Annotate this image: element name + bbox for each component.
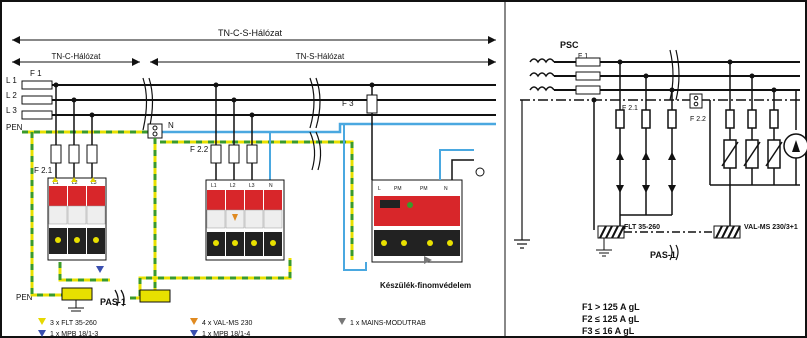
svg-text:PM: PM xyxy=(394,186,402,192)
f3-label: F 3 xyxy=(342,99,354,108)
l1-label: L 1 xyxy=(6,76,17,85)
right-arrows xyxy=(616,152,676,193)
psc-coils xyxy=(529,58,555,92)
f21-label: F 2.1 xyxy=(34,166,53,175)
tn-c-s-label: TN-C-S-Hálózat xyxy=(218,28,283,38)
module-group-tns: L1 L2 L3 N xyxy=(205,179,285,261)
right-val-arrow xyxy=(792,140,800,152)
l3-label: L 3 xyxy=(6,106,17,115)
right-val-branch xyxy=(709,62,807,232)
legend-icon-1 xyxy=(38,318,46,325)
phase-conductors xyxy=(22,84,496,116)
right-schematic: PSC F 1 F 2.1 F 2.2 FLT 35-260 VAL-MS 23… xyxy=(514,40,807,261)
svg-text:N: N xyxy=(269,183,273,189)
triangle-yellow-1 xyxy=(52,177,58,182)
right-f1-fuses xyxy=(575,57,601,95)
mod-tnc-l1: L1 xyxy=(53,180,59,186)
legend-icon-5 xyxy=(190,330,198,337)
tn-c-label: TN-C-Hálózat xyxy=(52,52,102,61)
finom-n-blue xyxy=(343,124,367,271)
legend-icon-2 xyxy=(190,318,198,325)
mod-tnc-l3: L3 xyxy=(91,180,97,186)
module-group-tnc: L1 L2 L3 xyxy=(47,177,107,261)
rating-f1: F1 > 125 A gL xyxy=(582,302,640,312)
lamp-icon xyxy=(475,167,485,177)
f21-fuses: F 2.1 xyxy=(34,144,98,175)
module-tns-3 xyxy=(244,190,264,256)
right-ground xyxy=(514,100,530,249)
l2-label: L 2 xyxy=(6,91,17,100)
module-tnc-2 xyxy=(67,186,87,254)
psc-label: PSC xyxy=(560,40,579,50)
module-tnc-3 xyxy=(86,186,106,254)
rating-f3: F3 ≤ 16 A gL xyxy=(582,326,635,336)
pen-bottom-label: PEN xyxy=(16,293,33,302)
pas1-left-label: PAS-1 xyxy=(100,297,126,307)
module-tnc-1 xyxy=(48,186,68,254)
f22-label: F 2.2 xyxy=(190,145,209,154)
svg-text:L1: L1 xyxy=(211,183,217,189)
f1-label: F 1 xyxy=(30,69,42,78)
right-break xyxy=(669,49,680,261)
svg-text:L2: L2 xyxy=(230,183,236,189)
legend-item-5: 1 x MPB 18/1-4 xyxy=(202,331,250,338)
svg-text:PM: PM xyxy=(420,186,428,192)
triangle-orange xyxy=(232,214,238,221)
tn-s-label: TN-S-Hálózat xyxy=(296,52,345,61)
legend: 3 x FLT 35-260 4 x VAL-MS 230 1 x MAINS-… xyxy=(38,318,426,338)
legend-icon-4 xyxy=(38,330,46,337)
legend-item-4: 1 x MPB 18/1-3 xyxy=(50,331,98,338)
pas1-left: PAS-1 xyxy=(61,287,171,312)
n-terminal xyxy=(147,123,163,139)
module-tns-1 xyxy=(206,190,226,256)
drops-f22 xyxy=(215,85,253,180)
right-f1-label: F 1 xyxy=(578,53,588,60)
triangle-yellow-2 xyxy=(71,177,77,182)
right-f22-label: F 2.2 xyxy=(690,116,706,123)
right-f21-label: F 2.1 xyxy=(622,105,638,112)
fine-protection-module: L PM PM N xyxy=(371,179,463,263)
svg-text:N: N xyxy=(444,186,448,192)
right-pas1-label: PAS-1 xyxy=(650,250,676,260)
mod-tnc-l2: L2 xyxy=(72,180,78,186)
triangle-blue-left xyxy=(96,266,104,273)
drops-f21 xyxy=(55,85,93,178)
rating-f2: F2 ≤ 125 A gL xyxy=(582,314,640,324)
triangle-yellow-3 xyxy=(90,177,96,182)
fuse-ratings: F1 > 125 A gL F2 ≤ 125 A gL F3 ≤ 16 A gL xyxy=(582,302,640,336)
legend-icon-3 xyxy=(338,318,346,325)
legend-item-2: 4 x VAL-MS 230 xyxy=(202,320,253,327)
right-flt-label: FLT 35-260 xyxy=(624,224,660,231)
right-flt-branch xyxy=(615,62,677,232)
finom-out-black xyxy=(451,159,474,180)
pe-conductor xyxy=(160,140,354,260)
triangle-gray xyxy=(424,256,432,264)
right-val-label: VAL-MS 230/3+1 xyxy=(744,224,798,231)
n-label: N xyxy=(168,121,174,130)
pen-label: PEN xyxy=(6,123,23,132)
svg-text:L3: L3 xyxy=(249,183,255,189)
conductor-labels: L 1 L 2 L 3 PEN N PEN xyxy=(6,76,174,302)
module-tns-4 xyxy=(263,190,283,256)
legend-item-3: 1 x MAINS-MODUTRAB xyxy=(350,320,426,327)
right-pas-bars xyxy=(596,225,741,257)
finom-label: Készülék-finomvédelem xyxy=(380,281,471,290)
module-tns-2 xyxy=(225,190,245,256)
f22-fuses: F 2.2 xyxy=(190,144,258,164)
f1-fuses: F 1 xyxy=(21,69,53,120)
svg-text:L: L xyxy=(378,186,381,192)
legend-item-1: 3 x FLT 35-260 xyxy=(50,320,97,327)
network-headers: TN-C-S-Hálózat TN-C-Hálózat TN-S-Hálózat xyxy=(12,28,496,66)
f3-fuse: F 3 xyxy=(342,85,378,180)
right-f22-terminal xyxy=(689,93,703,109)
finom-out-blue xyxy=(439,149,474,180)
n-conductor xyxy=(160,122,496,134)
